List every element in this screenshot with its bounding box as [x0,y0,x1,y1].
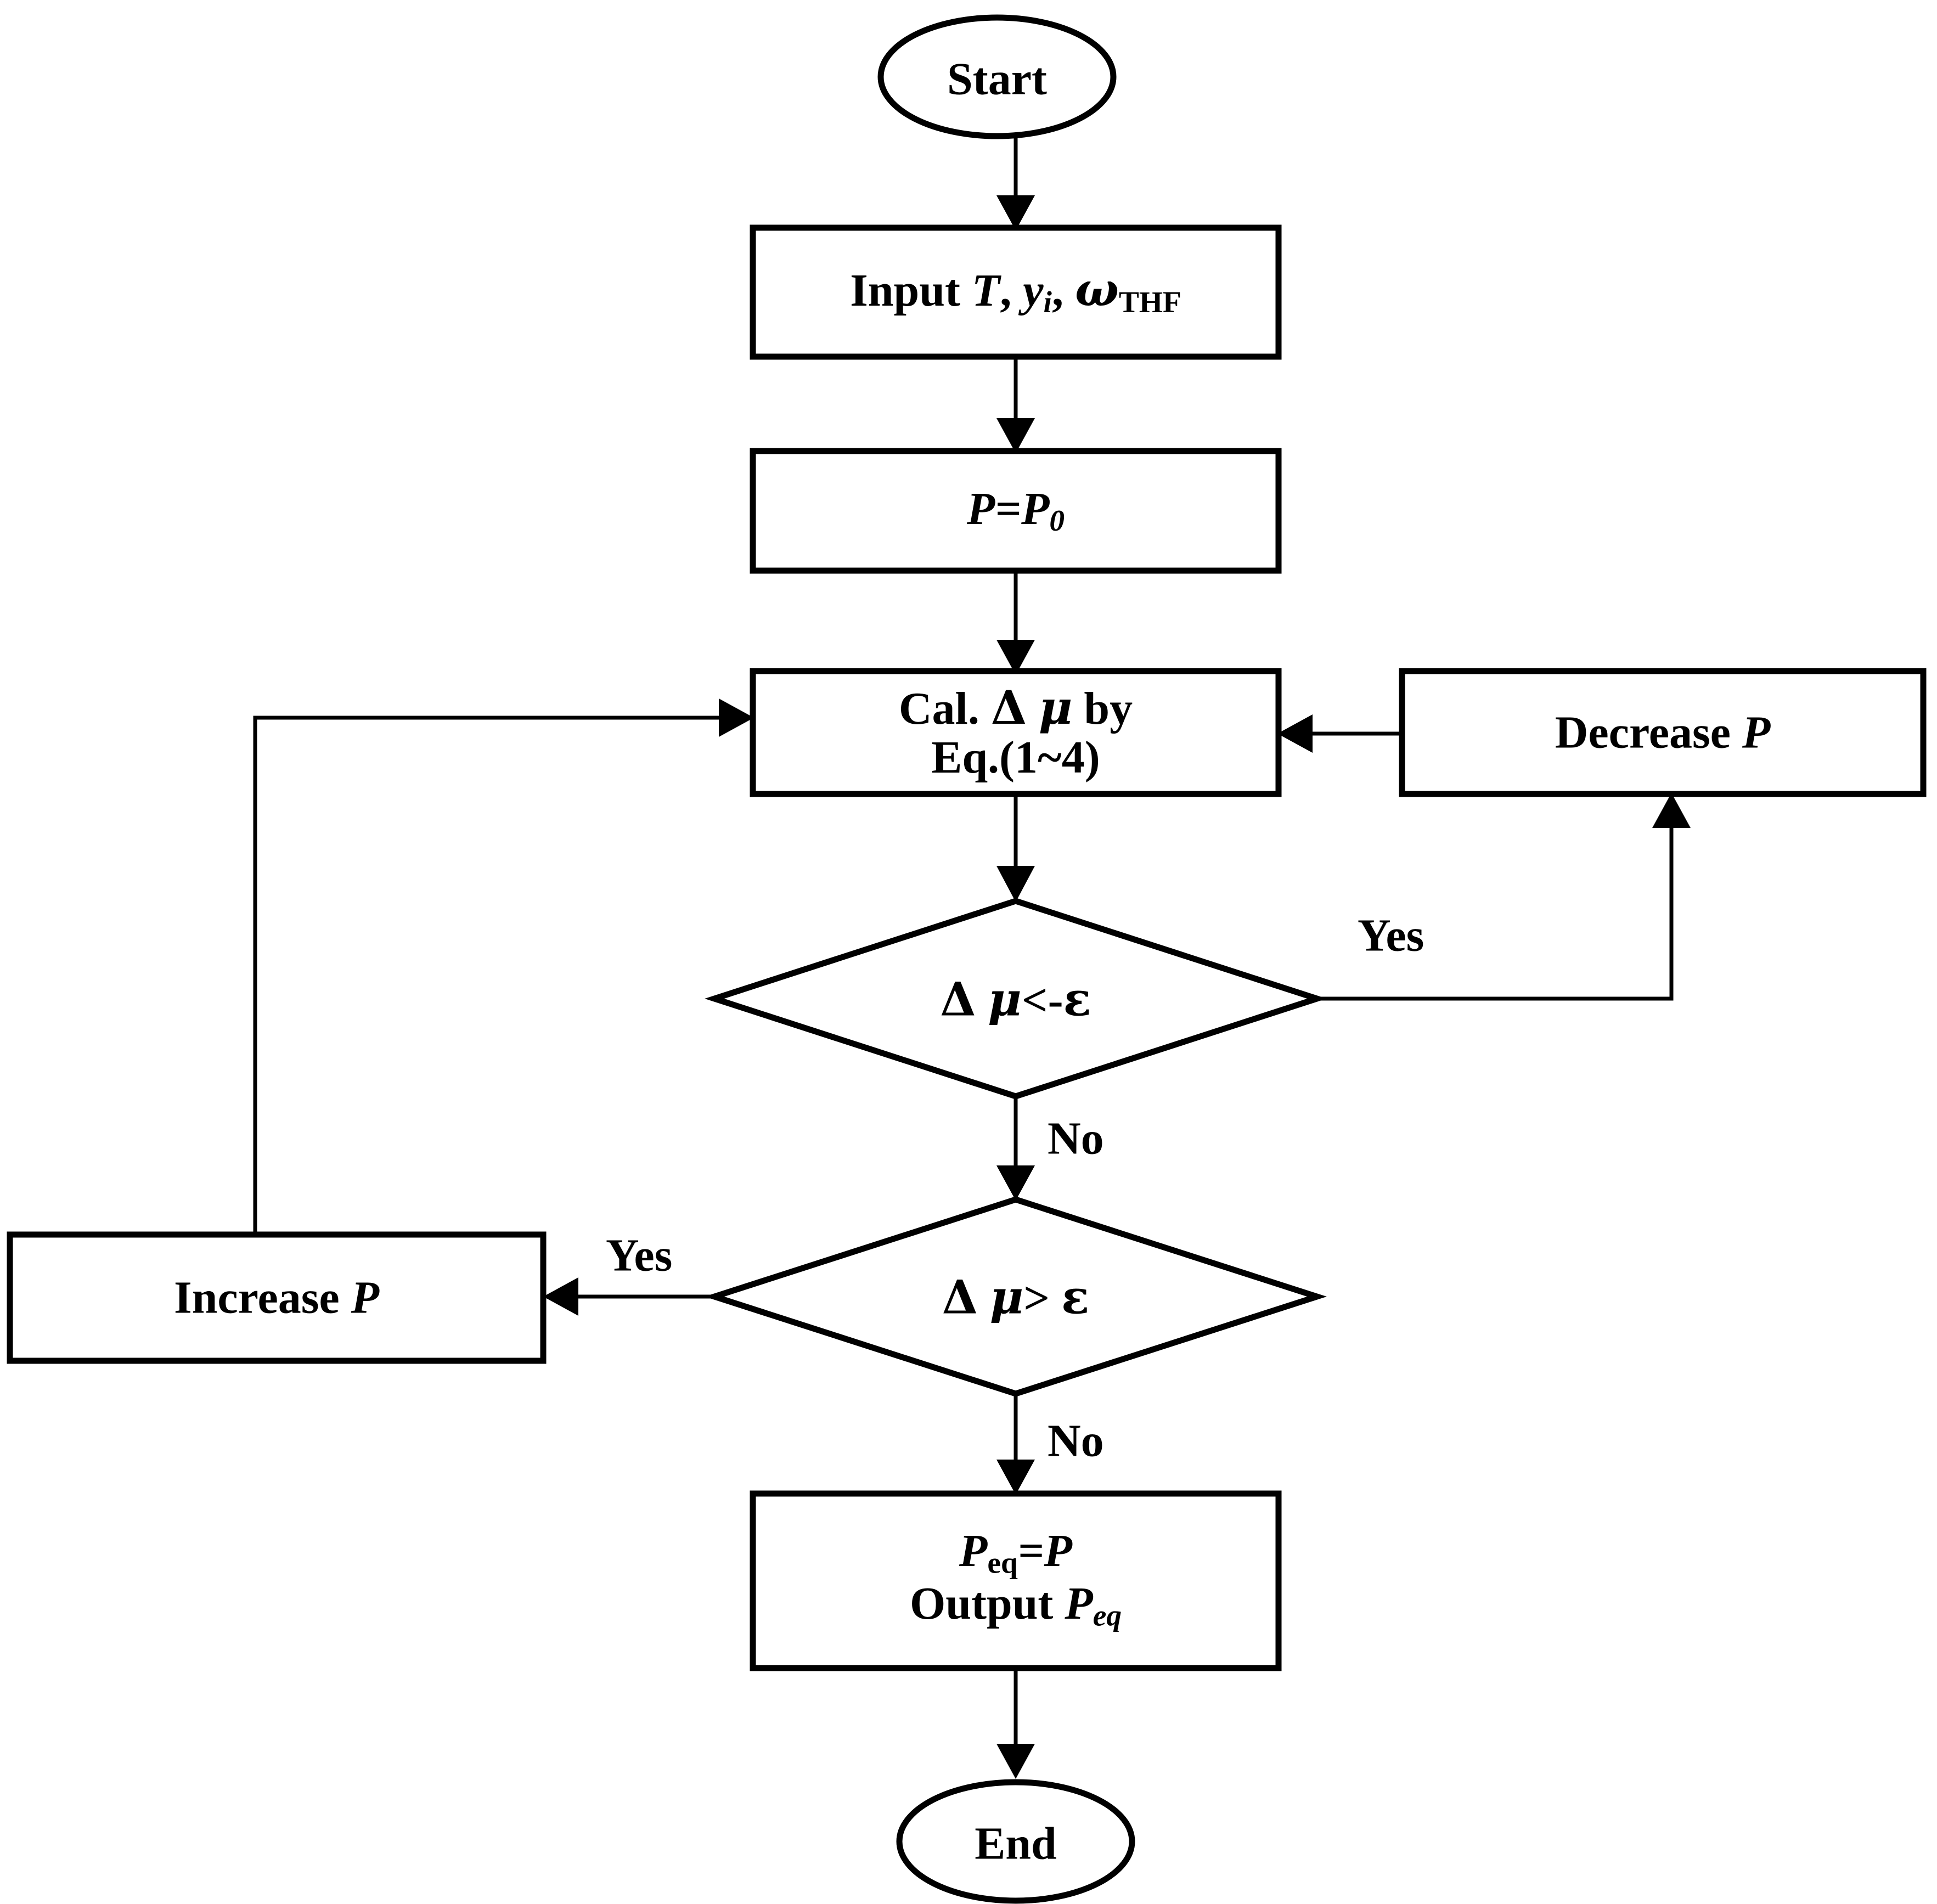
edge-label-decision1-yes: Yes [1358,910,1424,961]
node-output-shape[interactable] [750,1490,1282,1671]
node-calc-shape[interactable] [750,668,1282,797]
edge-decision2-no-to-output [996,1394,1035,1495]
edge-start-to-input [996,137,1035,230]
edge-input-to-init [996,357,1035,453]
node-decrease-p-label: Decrease P [1555,707,1771,758]
node-init-shape[interactable] [750,448,1282,574]
node-end-shape[interactable] [896,1779,1135,1904]
edge-output-to-end [996,1668,1035,1779]
edge-init-to-calc [996,571,1035,675]
node-decision1-shape[interactable] [705,898,1327,1100]
edge-decision2-yes-to-increase-p [543,1277,713,1316]
node-decrease-p-shape[interactable] [1399,668,1927,797]
edge-calc-to-decision1 [996,794,1035,902]
node-decision2-shape[interactable] [705,1196,1327,1397]
node-input-shape[interactable] [750,224,1282,360]
edge-label-decision1-no: No [1048,1113,1104,1164]
node-start-label: Start [947,53,1047,105]
edge-decrease-p-to-calc [1277,714,1402,753]
node-init-label: P=P0 [966,483,1065,538]
edge-label-decision2-no: No [1048,1415,1104,1467]
node-start-shape[interactable] [877,14,1117,139]
node-increase-p-label: Increase P [173,1272,380,1323]
edge-decision1-no-to-decision2 [996,1097,1035,1201]
node-end-label: End [975,1818,1057,1869]
edge-increase-p-to-calc [253,698,754,1235]
node-input-label: Input T, yi, ωTHF [850,262,1181,319]
edge-decision1-yes-to-decrease-p [1317,793,1691,1001]
edge-label-decision2-yes: Yes [606,1230,673,1281]
node-increase-p-shape[interactable] [7,1231,547,1364]
